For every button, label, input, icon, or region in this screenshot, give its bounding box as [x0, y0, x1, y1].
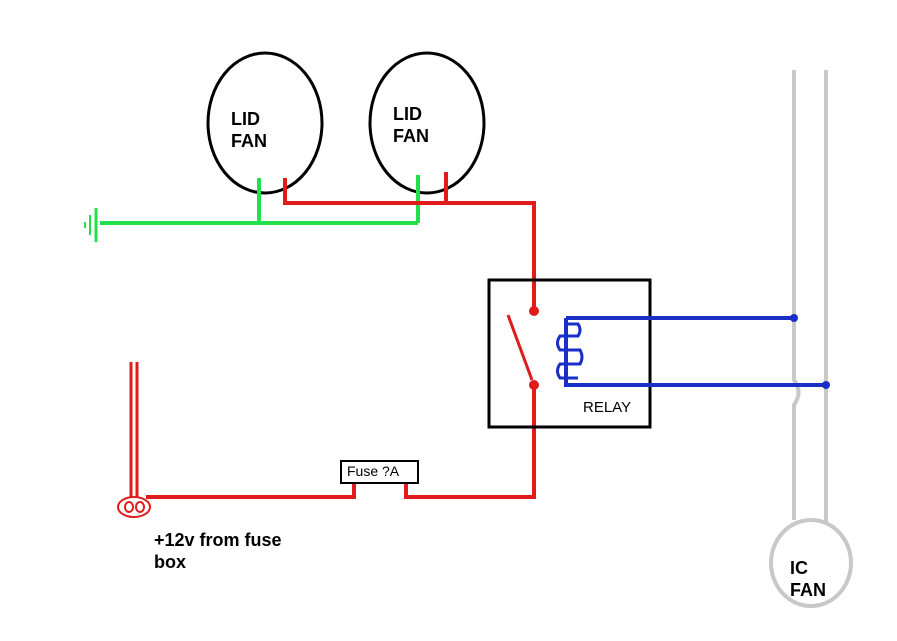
relay-contact-bottom	[529, 380, 539, 390]
source-label: +12v from fuse box	[154, 529, 282, 573]
lid-fan-1-label: LID FAN	[231, 108, 267, 152]
relay-box	[487, 278, 652, 429]
source-line-1: +12v from fuse	[154, 530, 282, 550]
ic-fan-wires	[792, 70, 828, 522]
power-wires	[129, 172, 536, 499]
ic-fan-label: IC FAN	[790, 557, 826, 601]
source-line-2: box	[154, 552, 187, 572]
connector-terminal	[117, 496, 151, 518]
control-wires	[556, 316, 826, 387]
ic-fan-circle	[769, 518, 853, 608]
lid-fan-2-label: LID FAN	[393, 103, 429, 147]
lid-fan-1-line-1: LID	[231, 109, 260, 129]
relay-switch-arm	[506, 314, 534, 381]
lid-fan-2-line-1: LID	[393, 104, 422, 124]
lid-fan-2-line-2: FAN	[393, 126, 429, 146]
control-junction-2	[822, 381, 830, 389]
fuse-box	[340, 460, 419, 484]
lid-fan-2-circle	[368, 51, 486, 195]
lid-fan-1-line-2: FAN	[231, 131, 267, 151]
fuse-label: Fuse ?A	[347, 463, 400, 479]
control-junction-1	[790, 314, 798, 322]
relay-contact-top	[529, 306, 539, 316]
lid-fan-1-circle	[206, 51, 324, 195]
ic-fan-line-2: FAN	[790, 580, 826, 600]
relay-label: RELAY	[583, 399, 632, 416]
ic-fan-line-1: IC	[790, 558, 808, 578]
ground-wires	[84, 175, 420, 242]
